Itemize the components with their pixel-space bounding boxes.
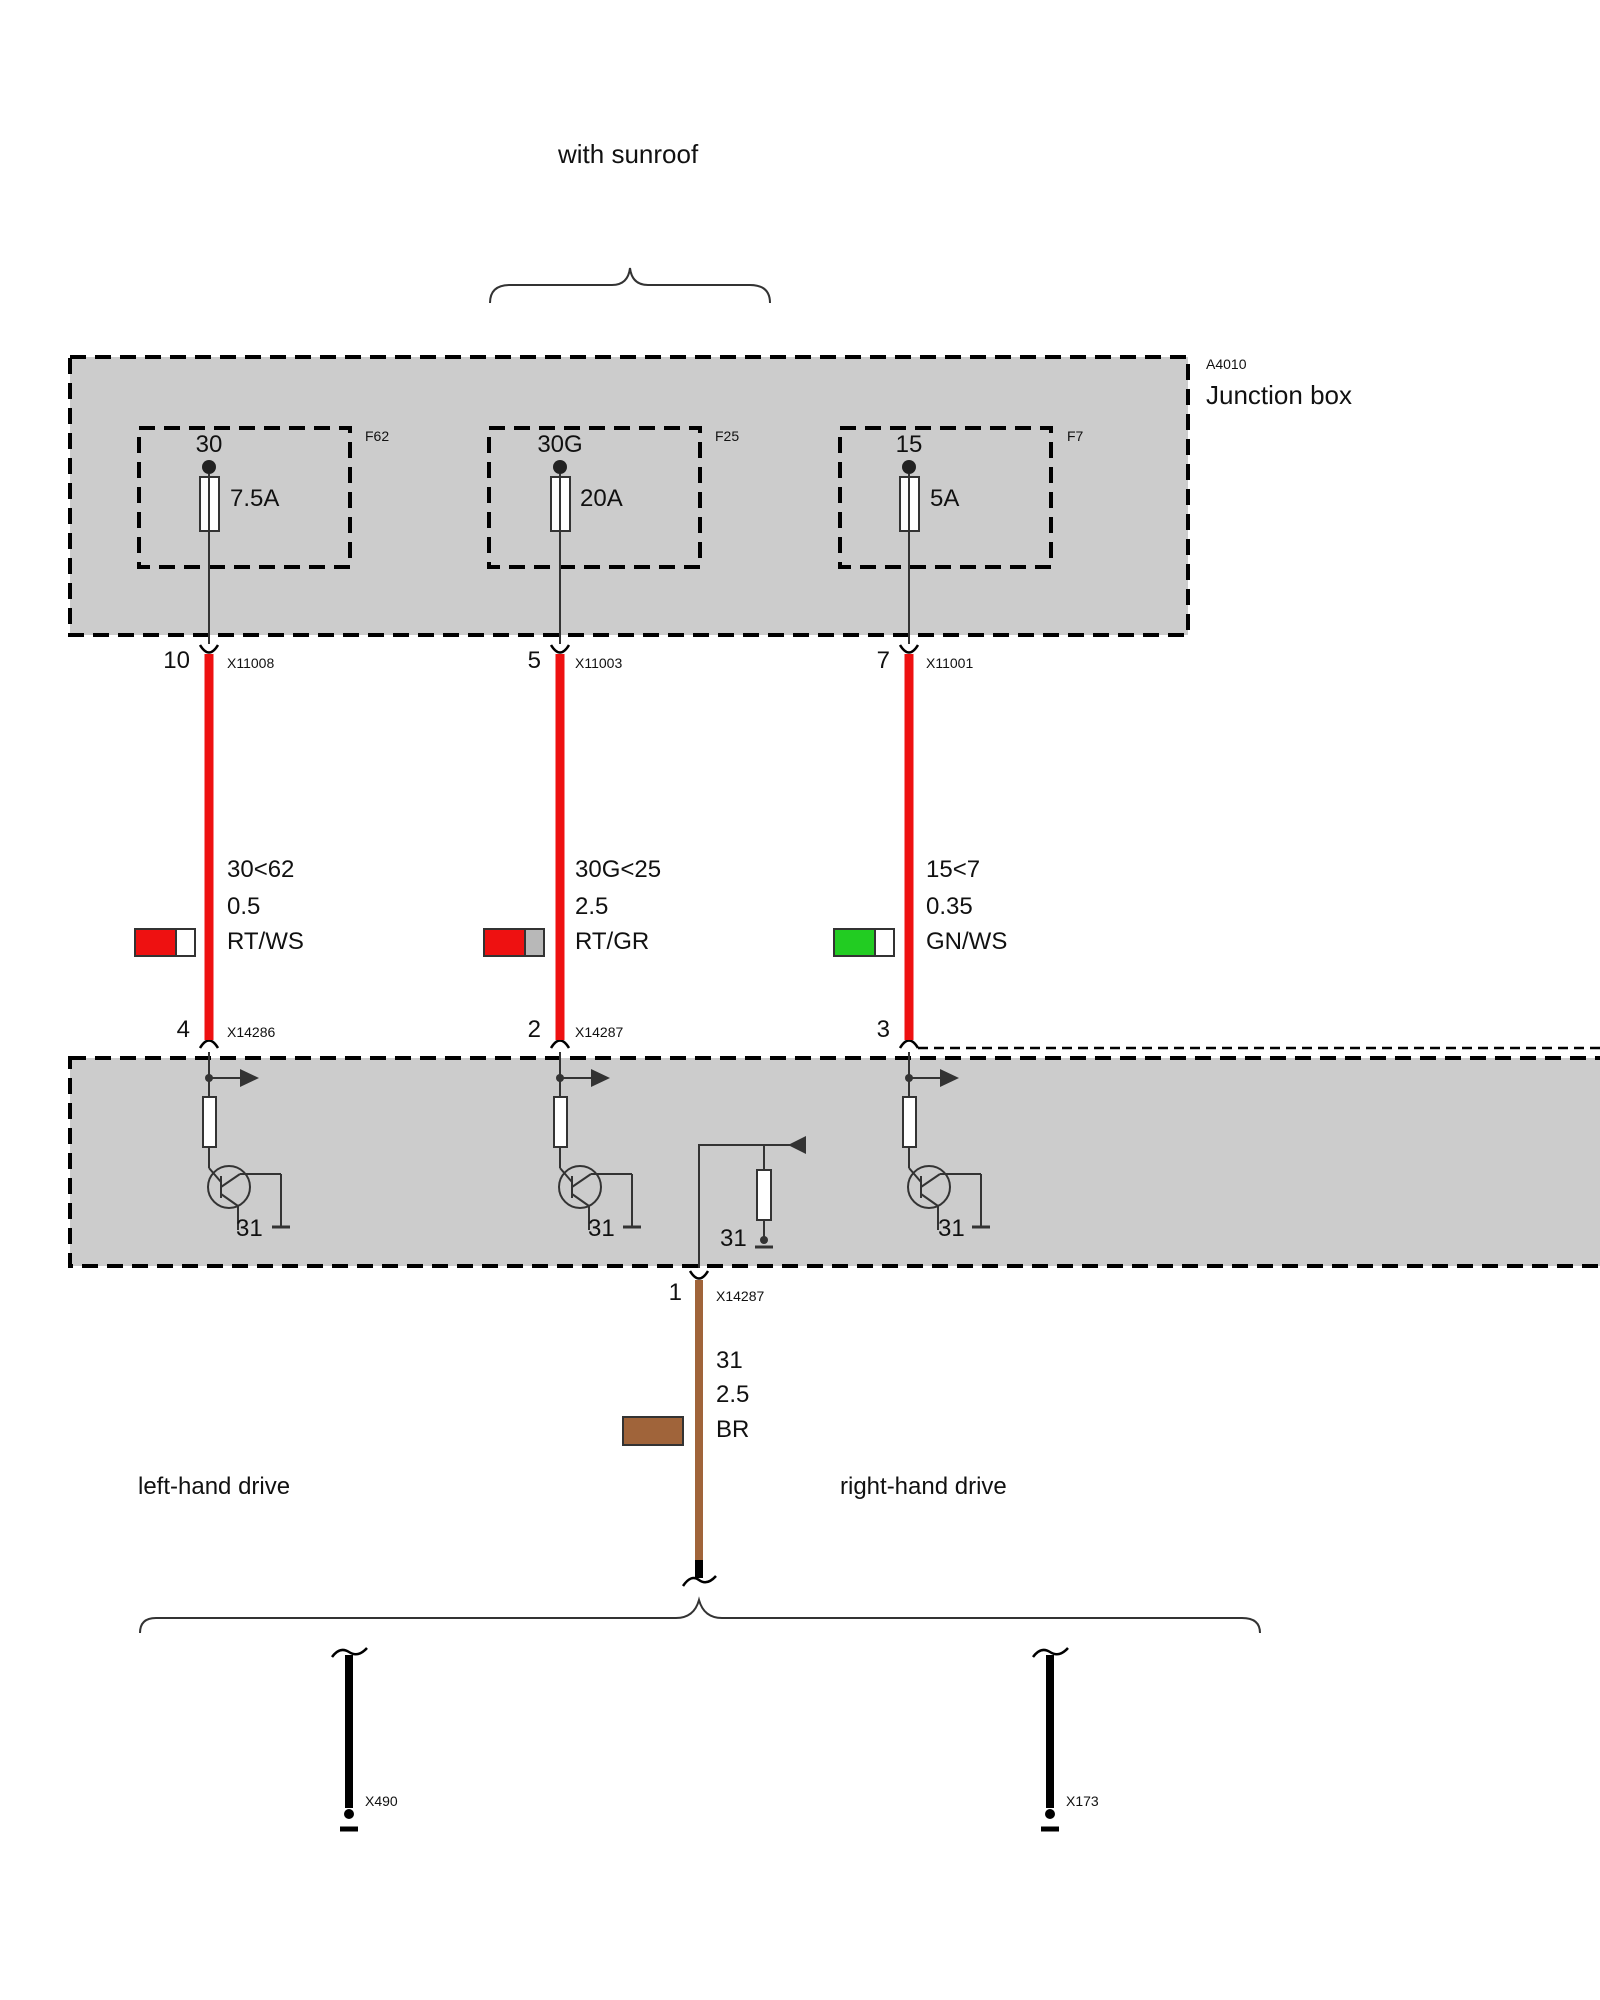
wire-swatch-primary — [622, 1416, 684, 1446]
top-connector: X11008 — [227, 655, 274, 671]
connector-socket-icon — [549, 1039, 571, 1049]
top-connector: X11003 — [575, 655, 622, 671]
fuse-id: F7 — [1067, 428, 1084, 444]
connector-socket-icon — [898, 1039, 920, 1049]
wire-color-code: RT/WS — [227, 928, 304, 955]
splice-icon — [681, 1575, 717, 1587]
transistor-icon — [907, 1165, 951, 1209]
left-hand-drive-label: left-hand drive — [138, 1473, 290, 1500]
fuse-terminal-dot — [902, 460, 916, 474]
drive-variant-brace — [139, 1596, 1261, 1634]
junction-box-name: Junction box — [1206, 380, 1352, 410]
junction-box — [68, 355, 1190, 637]
wire-3: 7 X11001 15<7 0.35 GN/WS 3 — [833, 644, 1600, 1050]
fuse-f7: F7 15 5A — [838, 426, 1084, 644]
bottom-pin: 3 — [877, 1016, 890, 1043]
fuse-terminal-dot — [553, 460, 567, 474]
transistor-icon — [207, 1165, 251, 1209]
connector-socket-icon — [198, 1039, 220, 1049]
ground-label: 31 — [938, 1215, 965, 1242]
bottom-pin: 2 — [528, 1016, 541, 1043]
wire-swatch-primary — [134, 928, 177, 957]
wire-gauge: 2.5 — [716, 1381, 749, 1408]
top-pin: 7 — [877, 647, 890, 674]
resistor-icon — [202, 1096, 217, 1148]
bottom-connector: X14286 — [227, 1024, 275, 1040]
wire-2: 5 X11003 30G<25 2.5 RT/GR 2 X14287 — [483, 644, 661, 1049]
junction-box-id: A4010 — [1206, 356, 1247, 372]
wire-gauge: 0.5 — [227, 893, 260, 920]
top-pin: 5 — [528, 647, 541, 674]
fuse-rating: 7.5A — [230, 485, 279, 512]
input-arrow-icon — [788, 1136, 806, 1154]
wire-1: 10 X11008 30<62 0.5 RT/WS 4 X14286 — [134, 644, 304, 1049]
bottom-connector: X14287 — [575, 1024, 623, 1040]
ground-point-id: X490 — [365, 1793, 398, 1809]
right-hand-drive-label: right-hand drive — [840, 1473, 1007, 1500]
fuse-rating: 5A — [930, 485, 959, 512]
resistor-icon — [756, 1169, 772, 1221]
fuse-f62: F62 30 7.5A — [137, 426, 389, 644]
wire-color-code: RT/GR — [575, 928, 649, 955]
transistor-icon — [558, 1165, 602, 1209]
top-pin: 10 — [163, 647, 190, 674]
wire-signal: 31 — [716, 1347, 743, 1374]
ground-point-right: X173 — [1031, 1647, 1099, 1832]
splice-icon — [330, 1647, 368, 1658]
ground-point-left: X490 — [330, 1647, 398, 1832]
connector-socket-icon — [688, 1270, 710, 1280]
fuse-id: F25 — [715, 428, 739, 444]
fuse-f25: F25 30G 20A — [487, 426, 739, 644]
wire-signal: 30G<25 — [575, 856, 661, 883]
resistor-icon — [902, 1096, 917, 1148]
resistor-icon — [553, 1096, 568, 1148]
connector-socket-icon — [898, 644, 920, 654]
fuse-terminal: 30G — [537, 431, 582, 458]
bottom-pin: 4 — [177, 1016, 190, 1043]
control-module — [68, 1056, 1600, 1268]
wire-swatch-secondary — [175, 928, 196, 957]
wire-swatch-primary — [483, 928, 526, 957]
output-arrow-icon — [240, 1069, 259, 1087]
fuse-rating: 20A — [580, 485, 623, 512]
wire-gauge: 0.35 — [926, 893, 973, 920]
fuse-terminal: 15 — [896, 431, 923, 458]
ground-label: 31 — [588, 1215, 615, 1242]
output-arrow-icon — [940, 1069, 959, 1087]
ground-point-id: X173 — [1066, 1793, 1099, 1809]
wire-signal: 30<62 — [227, 856, 294, 883]
driver-stage-2: 31 — [553, 1052, 641, 1242]
wire-color-code: BR — [716, 1416, 749, 1443]
ground-path: 31 — [698, 1136, 806, 1268]
ground-wire: 1 X14287 31 2.5 BR — [622, 1270, 764, 1587]
sunroof-brace — [489, 267, 771, 304]
wire-color-code: GN/WS — [926, 928, 1007, 955]
option-note: with sunroof — [557, 139, 699, 169]
wire-signal: 15<7 — [926, 856, 980, 883]
ground-label: 31 — [720, 1225, 747, 1252]
fuse-terminal: 30 — [196, 431, 223, 458]
driver-stage-3: 31 — [902, 1052, 990, 1242]
ground-label: 31 — [236, 1215, 263, 1242]
splice-icon — [1031, 1647, 1069, 1658]
ground-point-icon — [344, 1809, 354, 1819]
fuse-terminal-dot — [202, 460, 216, 474]
wire-swatch-secondary — [524, 928, 545, 957]
ground-point-icon — [1045, 1809, 1055, 1819]
driver-stage-1: 31 — [202, 1052, 290, 1242]
ground-pin: 1 — [669, 1279, 682, 1306]
connector-socket-icon — [198, 644, 220, 654]
wire-gauge: 2.5 — [575, 893, 608, 920]
wire-swatch-primary — [833, 928, 876, 957]
fuse-id: F62 — [365, 428, 389, 444]
wire-swatch-secondary — [874, 928, 895, 957]
output-arrow-icon — [591, 1069, 610, 1087]
top-connector: X11001 — [926, 655, 973, 671]
connector-socket-icon — [549, 644, 571, 654]
ground-connector: X14287 — [716, 1288, 764, 1304]
